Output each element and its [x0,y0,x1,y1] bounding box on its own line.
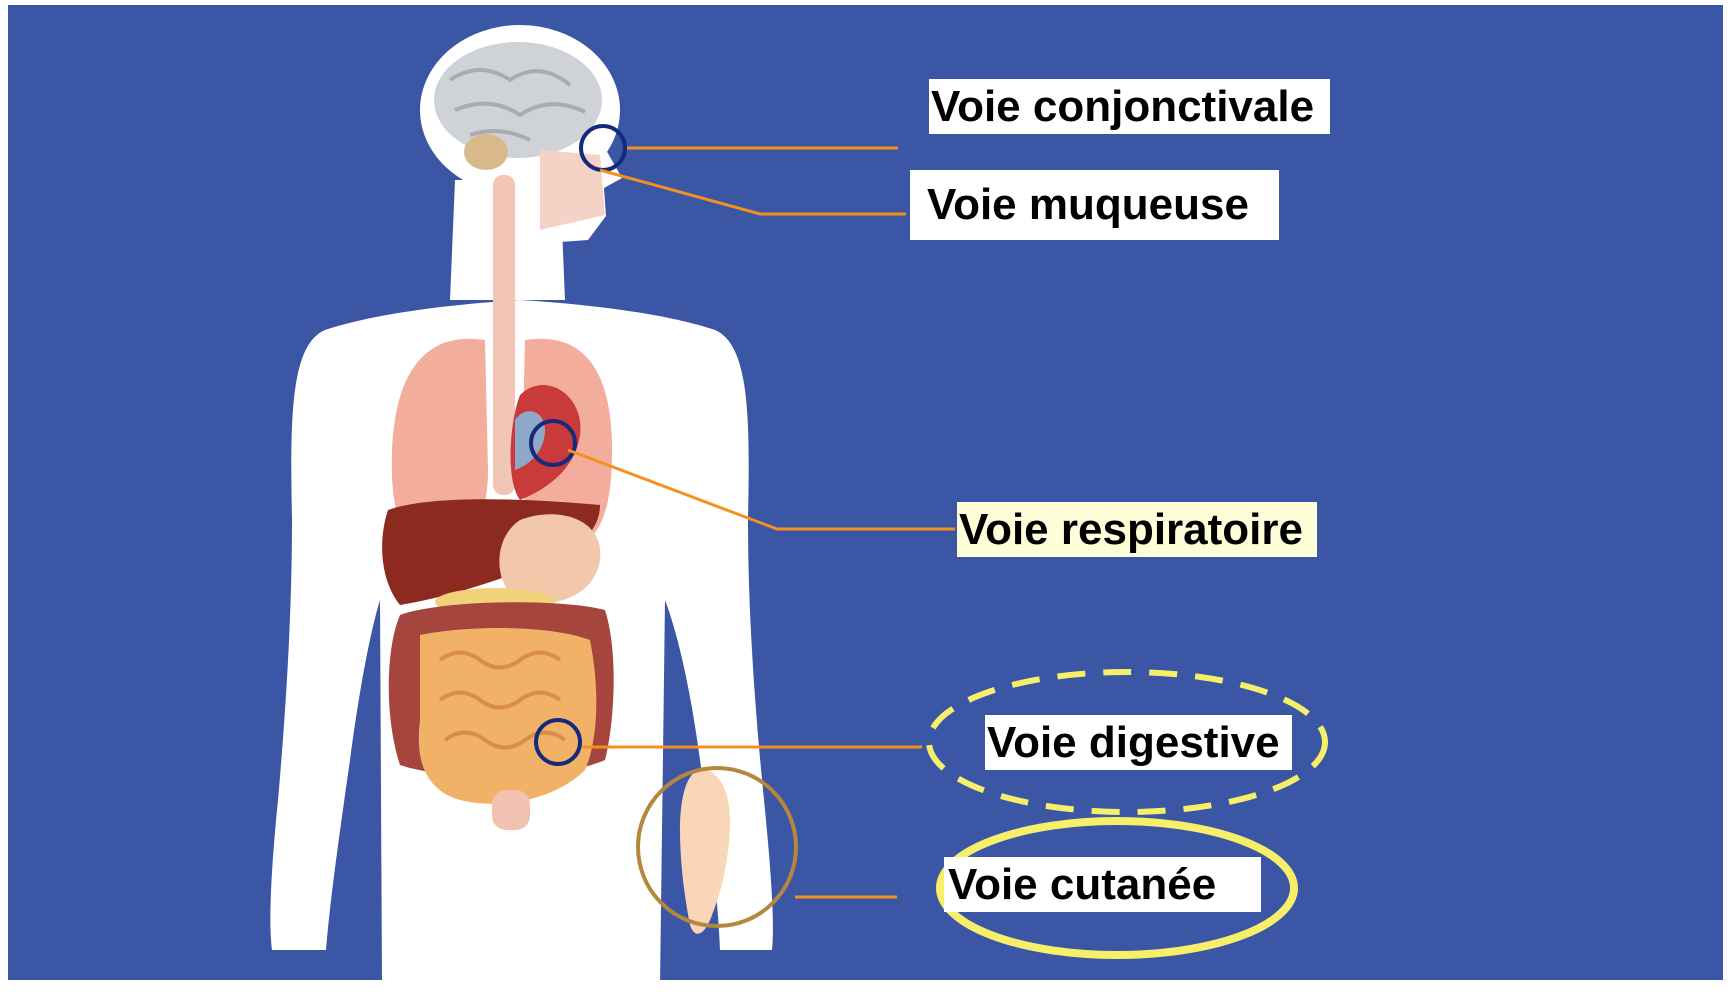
label-voie-respiratoire: Voie respiratoire [957,502,1317,557]
brain-shape [434,42,602,158]
label-voie-cutanee: Voie cutanée [944,857,1261,912]
label-text: Voie conjonctivale [931,85,1314,129]
rectum-shape [492,790,530,830]
label-voie-muqueuse: Voie muqueuse [910,170,1279,240]
label-text: Voie respiratoire [959,508,1303,552]
label-voie-digestive: Voie digestive [985,715,1292,770]
label-text: Voie muqueuse [927,183,1249,227]
label-text: Voie digestive [987,721,1280,765]
label-text: Voie cutanée [948,863,1216,907]
label-voie-conjonctivale: Voie conjonctivale [929,79,1330,134]
cerebellum-shape [464,134,508,170]
slide-background [8,5,1723,980]
